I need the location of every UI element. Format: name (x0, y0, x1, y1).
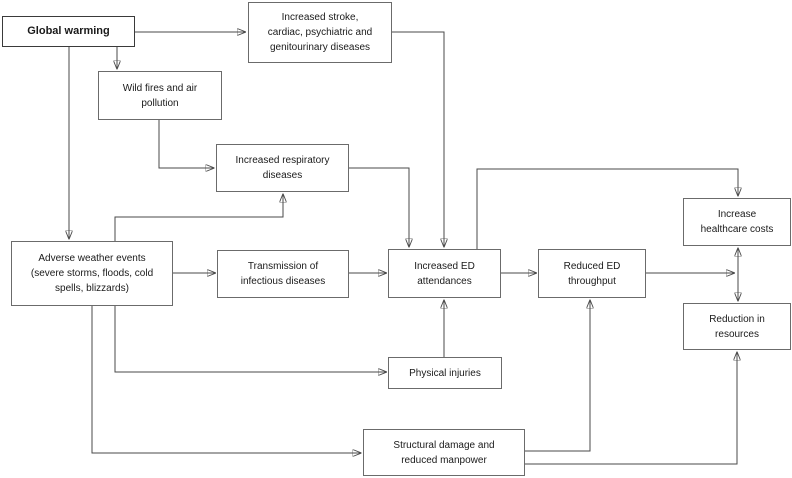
edge-adverse-weather-to-physical-injuries (114, 306, 386, 372)
edge-structural-damage-to-resources (525, 353, 737, 465)
node-healthcare-costs: Increase healthcare costs (683, 198, 791, 246)
node-stroke-diseases: Increased stroke, cardiac, psychiatric a… (248, 2, 392, 63)
edge-wild-fires-to-respiratory (158, 120, 214, 168)
edge-structural-damage-to-ed-throughput (525, 301, 590, 452)
node-respiratory: Increased respiratory diseases (216, 144, 349, 192)
edge-adverse-weather-to-respiratory (114, 195, 283, 241)
edge-adverse-weather-to-structural-damage (91, 306, 361, 453)
node-physical-injuries: Physical injuries (388, 357, 502, 389)
edge-respiratory-to-ed-attendances (349, 167, 409, 247)
node-ed-throughput: Reduced ED throughput (538, 249, 646, 298)
node-global-warming: Global warming (2, 16, 135, 47)
node-wild-fires: Wild fires and air pollution (98, 71, 222, 120)
edge-stroke-diseases-to-ed-attendances (392, 31, 444, 247)
node-adverse-weather: Adverse weather events (severe storms, f… (11, 241, 173, 306)
node-structural-damage: Structural damage and reduced manpower (363, 429, 525, 476)
node-ed-attendances: Increased ED attendances (388, 249, 501, 298)
node-resources: Reduction in resources (683, 303, 791, 350)
node-transmission: Transmission of infectious diseases (217, 250, 349, 298)
edge-ed-attendances-to-healthcare-costs (476, 168, 738, 249)
